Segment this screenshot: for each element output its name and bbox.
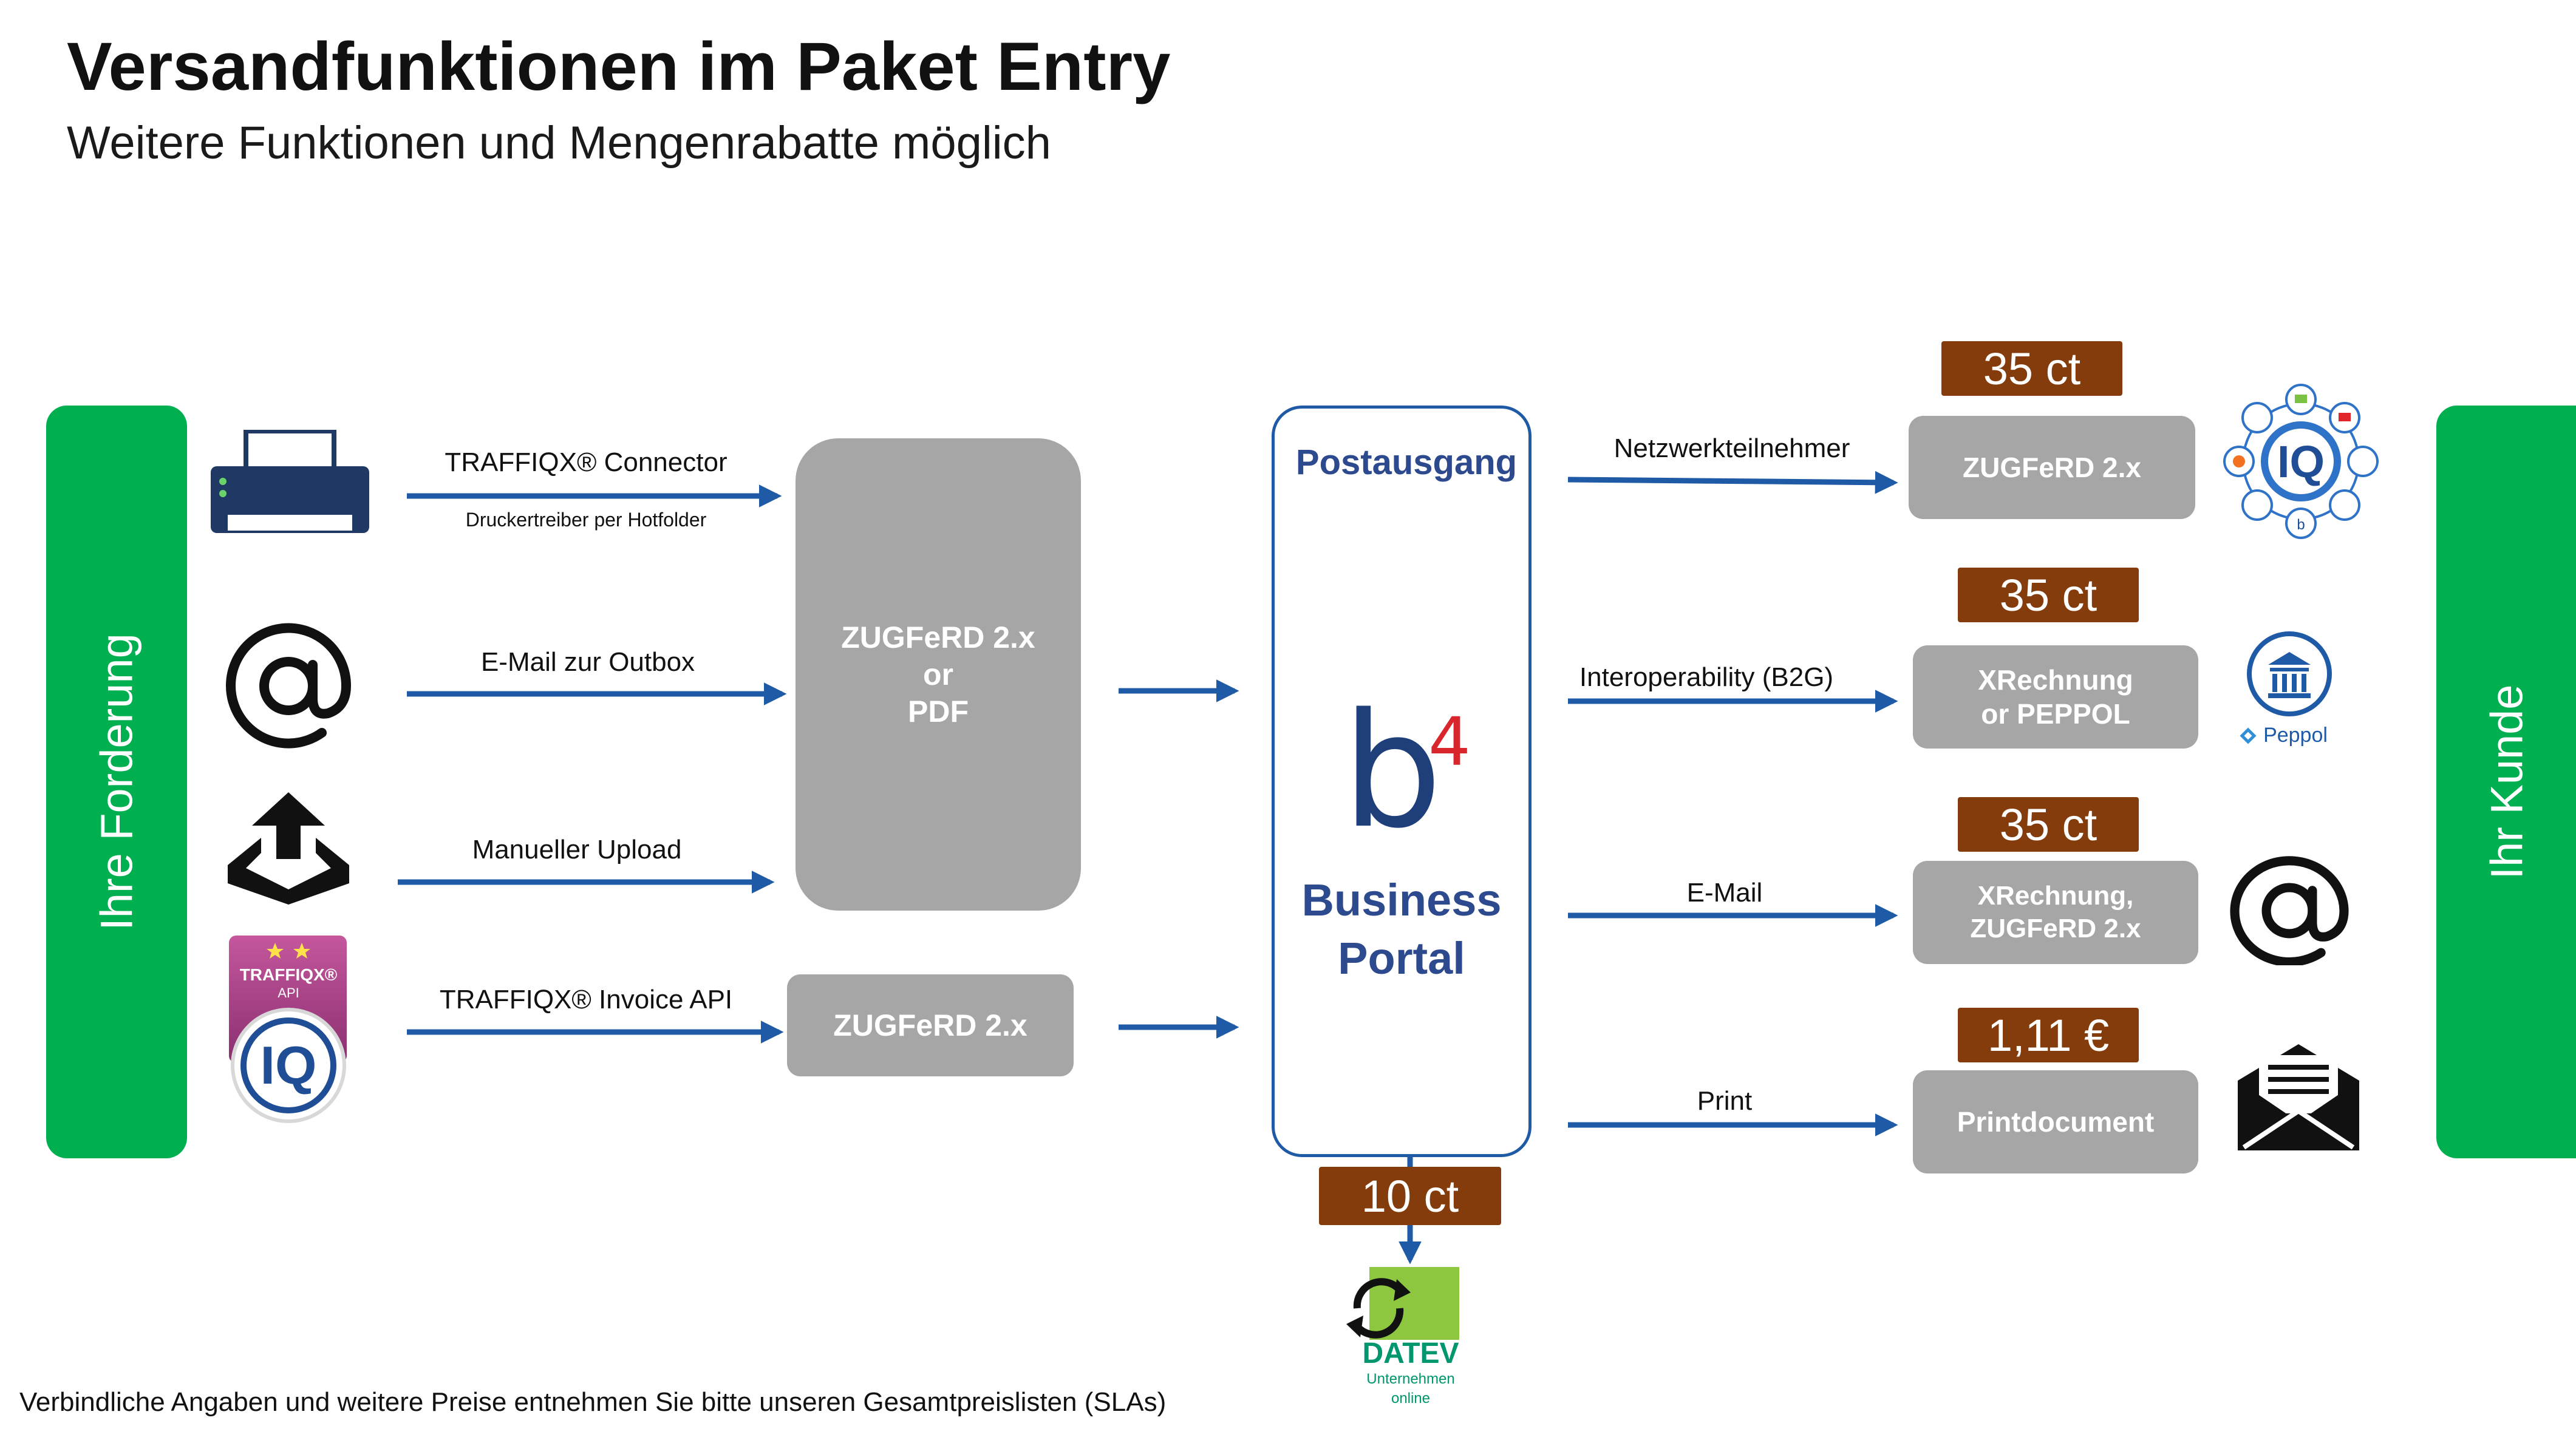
peppol-caption: Peppol	[2263, 724, 2328, 747]
portal-name: Business Portal	[1301, 871, 1501, 988]
output-netzwerk-line1: ZUGFeRD 2.x	[1963, 451, 2141, 483]
portal-heading: Postausgang	[1295, 443, 1518, 482]
portal-name-line2: Portal	[1338, 933, 1465, 984]
price-print: 1,11 €	[1958, 1008, 2139, 1062]
format-box-api: ZUGFeRD 2.x	[787, 974, 1074, 1076]
output-b2g-line1: XRechnung	[1978, 664, 2133, 696]
output-b2g-line2: or PEPPOL	[1981, 698, 2130, 730]
label-email: E-Mail zur Outbox	[480, 647, 695, 677]
output-email-line2: ZUGFeRD 2.x	[1970, 914, 2141, 943]
page-subtitle: Weitere Funktionen und Mengenrabatte mög…	[67, 117, 1051, 169]
output-email-line1: XRechnung,	[1977, 881, 2134, 911]
label-b2g: Interoperability (B2G)	[1579, 662, 1834, 692]
b4-logo-sup: 4	[1428, 704, 1471, 781]
price-email-out: 35 ct	[1958, 797, 2139, 852]
badge-sub: API	[278, 985, 299, 1000]
at-sign-icon	[225, 622, 352, 750]
footer-note: Verbindliche Angaben und weitere Preise …	[19, 1387, 1167, 1417]
badge-mark: IQ	[261, 1035, 317, 1095]
label-api: TRAFFIQX® Invoice API	[439, 985, 733, 1014]
label-connector: TRAFFIQX® Connector	[445, 447, 727, 477]
label-email-out: E-Mail	[1686, 878, 1763, 908]
label-print: Print	[1697, 1086, 1753, 1116]
network-node-mark: b	[2297, 517, 2305, 533]
business-portal-box	[1272, 406, 1532, 1157]
label-netzwerk: Netzwerkteilnehmer	[1613, 433, 1850, 463]
network-center-mark: IQ	[2277, 436, 2325, 487]
at-sign-output-icon	[2229, 856, 2350, 967]
label-upload: Manueller Upload	[472, 835, 682, 864]
traffiqx-api-badge-icon: TRAFFIQX® API IQ	[228, 932, 349, 1126]
format-api-line1: ZUGFeRD 2.x	[833, 1008, 1027, 1042]
datev-caption-2: online	[1391, 1390, 1430, 1407]
right-bar-ihr-kunde: Ihr Kunde	[2436, 406, 2576, 1158]
peppol-icon: Peppol	[2235, 631, 2338, 753]
output-print-line1: Printdocument	[1957, 1105, 2155, 1138]
price-netzwerk: 35 ct	[1941, 341, 2122, 396]
printer-icon	[210, 429, 370, 539]
format-box-main: ZUGFeRD 2.x or PDF	[796, 438, 1081, 911]
output-box-print: Printdocument	[1913, 1070, 2198, 1173]
datev-sync-icon: DATEV Unternehmen online	[1339, 1266, 1460, 1411]
b4-logo: b 4	[1330, 680, 1488, 863]
output-box-netzwerk: ZUGFeRD 2.x	[1909, 416, 2195, 519]
format-main-line3: PDF	[908, 694, 969, 728]
datev-caption-1: Unternehmen	[1366, 1371, 1454, 1387]
arrow-netzwerk	[1567, 470, 1898, 494]
left-bar-ihre-forderung: Ihre Forderung	[46, 406, 187, 1158]
label-connector-sub: Druckertreiber per Hotfolder	[465, 509, 707, 531]
format-main-line2: or	[923, 657, 953, 691]
upload-tray-icon	[228, 792, 349, 905]
portal-name-line1: Business	[1301, 875, 1502, 925]
price-datev: 10 ct	[1319, 1167, 1501, 1225]
page-title: Versandfunktionen im Paket Entry	[67, 29, 1171, 104]
envelope-icon	[2238, 1044, 2359, 1150]
output-box-b2g: XRechnung or PEPPOL	[1913, 645, 2198, 749]
network-iq-icon: IQ b	[2215, 381, 2387, 542]
output-box-email: XRechnung, ZUGFeRD 2.x	[1913, 861, 2198, 964]
price-b2g: 35 ct	[1958, 568, 2139, 622]
datev-logo-text: DATEV	[1362, 1337, 1459, 1370]
badge-brand: TRAFFIQX®	[240, 965, 338, 984]
b4-logo-letter: b	[1342, 704, 1442, 838]
format-main-line1: ZUGFeRD 2.x	[841, 620, 1035, 654]
